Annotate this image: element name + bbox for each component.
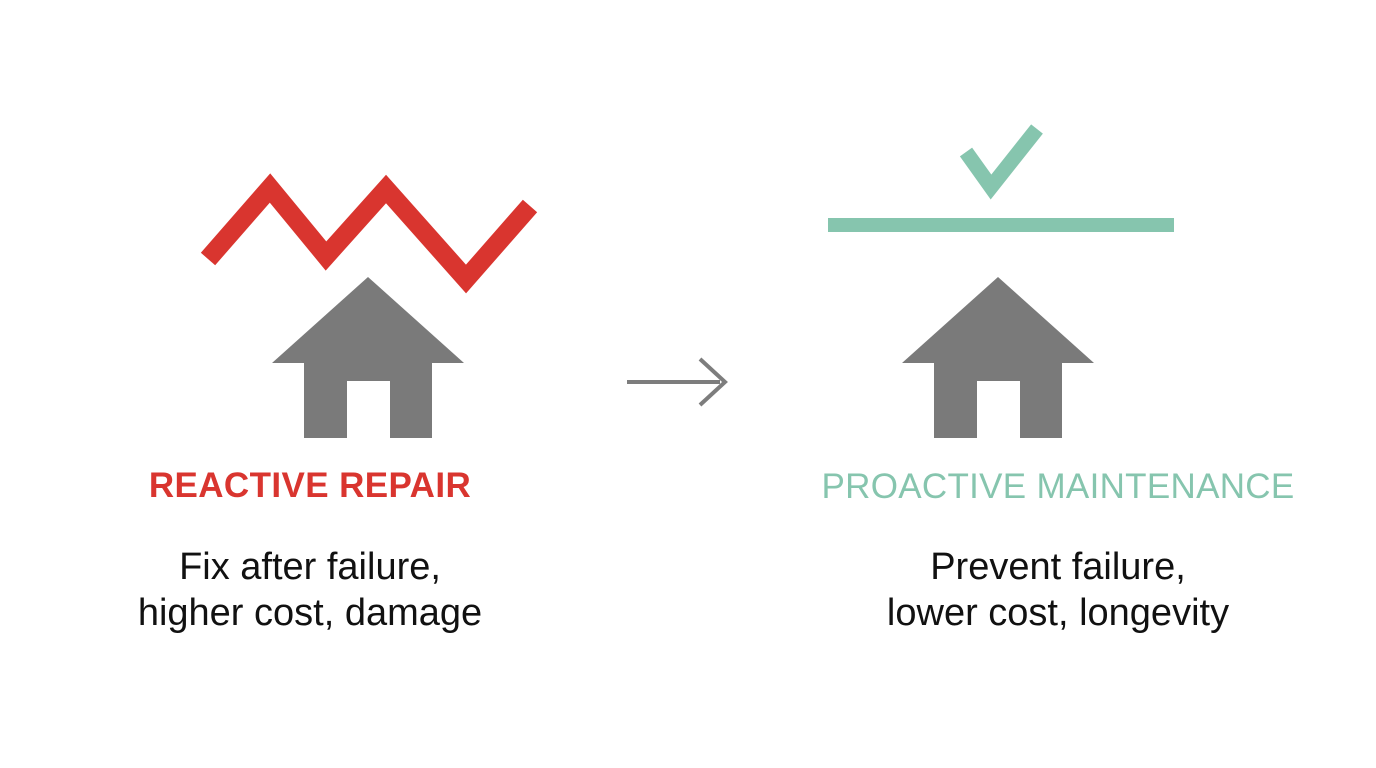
description-line: Prevent failure,	[930, 546, 1186, 588]
heading-proactive-maintenance: PROACTIVE MAINTENANCE	[821, 467, 1295, 506]
description-line: higher cost, damage	[137, 592, 483, 634]
description-proactive-maintenance: Prevent failure, lower cost, longevity	[740, 544, 1376, 636]
house-icon	[902, 277, 1094, 438]
panel-reactive-repair: REACTIVE REPAIR Fix after failure, highe…	[0, 0, 620, 768]
volatile-zigzag-line-icon	[200, 173, 538, 294]
checkmark-icon	[959, 124, 1043, 200]
stable-bar-icon	[828, 218, 1174, 232]
house-icon	[272, 277, 464, 438]
right-arrow-icon	[620, 352, 740, 414]
description-line: lower cost, longevity	[886, 592, 1230, 634]
description-reactive-repair: Fix after failure, higher cost, damage	[0, 544, 620, 636]
description-line: Fix after failure,	[179, 546, 441, 588]
arrow-head	[698, 357, 728, 407]
panel-proactive-maintenance: PROACTIVE MAINTENANCE Prevent failure, l…	[740, 0, 1376, 768]
proactive-icon-stage	[740, 100, 1376, 460]
heading-reactive-repair: REACTIVE REPAIR	[148, 466, 472, 505]
reactive-icon-stage	[0, 100, 620, 460]
